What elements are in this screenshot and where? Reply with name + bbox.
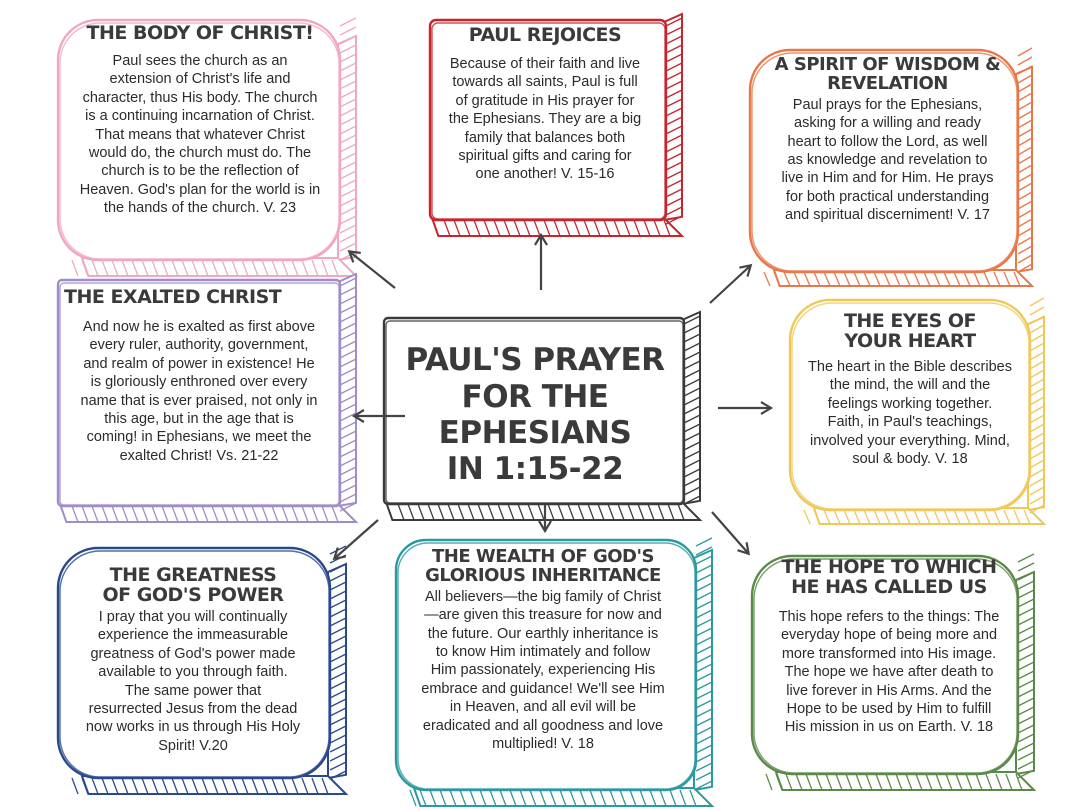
panel-text: I pray that you will continually experie… — [85, 608, 301, 754]
frame-greatness — [56, 545, 349, 795]
arrow-to-hope — [711, 511, 751, 556]
panel-text: And now he is exalted as first above eve… — [80, 318, 318, 464]
panel-wisdom: A SPIRIT OF WISDOM & REVELATION Paul pra… — [755, 48, 1020, 266]
panel-title: THE HOPE TO WHICH HE HAS CALLED US — [781, 556, 997, 598]
frame-center — [382, 310, 703, 521]
frame-exalted — [56, 272, 359, 523]
center-title: PAUL'S PRAYER FOR THE EPHESIANS IN 1:15-… — [405, 342, 665, 488]
panel-text: All believers—the big family of Christ —… — [421, 588, 665, 753]
panel-title: PAUL REJOICES — [468, 24, 622, 46]
frame-paul-rejoices — [428, 12, 685, 237]
panel-text: Because of their faith and live towards … — [448, 55, 642, 183]
panel-text: The heart in the Bible describes the min… — [808, 358, 1012, 467]
panel-paul-rejoices: PAUL REJOICES Because of their faith and… — [430, 18, 660, 218]
frame-eyes — [788, 297, 1047, 525]
panel-text: Paul prays for the Ephesians, asking for… — [781, 96, 994, 224]
panel-title: THE EXALTED CHRIST — [64, 286, 282, 308]
arrow-to-greatness — [332, 519, 379, 561]
frame-wisdom — [748, 47, 1035, 287]
arrow-to-wisdom — [709, 263, 753, 304]
panel-title: THE GREATNESS OF GOD'S POWER — [102, 564, 284, 606]
panel-text: This hope refers to the things: The ever… — [778, 608, 1000, 736]
panel-body-of-christ: THE BODY OF CHRIST! Paul sees the church… — [60, 18, 340, 248]
panel-eyes: THE EYES OF YOUR HEART The heart in the … — [790, 302, 1030, 512]
panel-hope: THE HOPE TO WHICH HE HAS CALLED US This … — [758, 552, 1020, 774]
panel-exalted: THE EXALTED CHRIST And now he is exalted… — [60, 278, 338, 500]
panel-wealth: THE WEALTH OF GOD'S GLORIOUS INHERITANCE… — [398, 540, 688, 790]
panel-title: A SPIRIT OF WISDOM & REVELATION — [774, 54, 1001, 94]
panel-title: THE EYES OF YOUR HEART — [843, 310, 977, 352]
arrow-to-body-of-christ — [347, 250, 396, 289]
panel-text: Paul sees the church as an extension of … — [79, 52, 321, 217]
frame-wealth — [394, 537, 715, 807]
frame-hope — [750, 553, 1037, 791]
frame-body-of-christ — [56, 17, 359, 277]
center-box: PAUL'S PRAYER FOR THE EPHESIANS IN 1:15-… — [385, 330, 685, 500]
panel-greatness: THE GREATNESS OF GOD'S POWER I pray that… — [58, 556, 328, 778]
panel-title: THE WEALTH OF GOD'S GLORIOUS INHERITANCE — [425, 546, 661, 586]
panel-title: THE BODY OF CHRIST! — [86, 22, 314, 44]
